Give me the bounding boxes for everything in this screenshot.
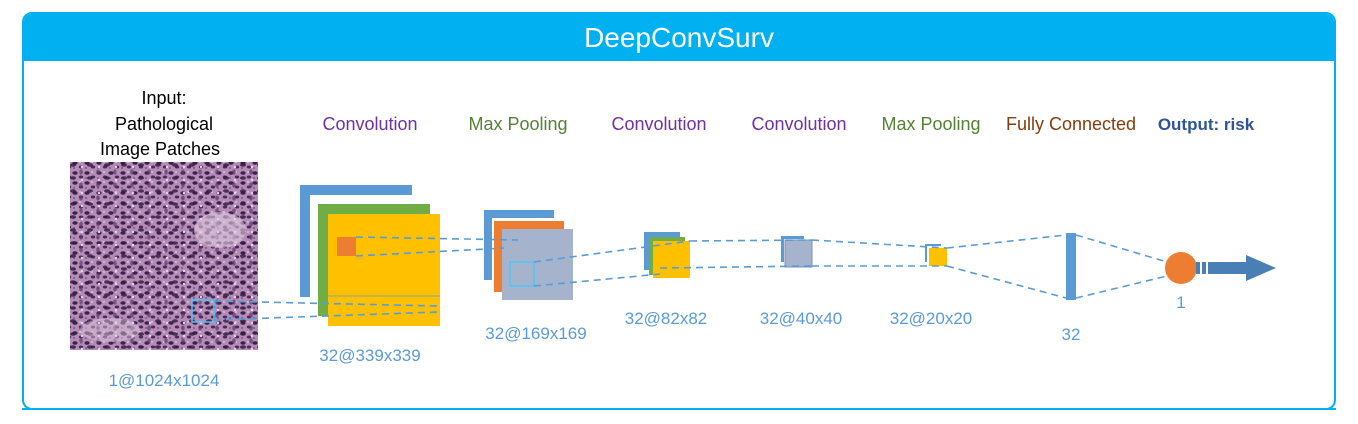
size-label-fc: 32	[1062, 325, 1081, 344]
output-node	[1165, 252, 1197, 284]
bottom-divider	[22, 408, 1336, 410]
size-label-pool2: 32@20x20	[890, 309, 973, 328]
pool1-receptive-field	[509, 261, 535, 287]
layer-label-conv3: Convolution	[751, 114, 846, 134]
conv1-feature-maps	[300, 185, 440, 326]
layer-label-fc: Fully Connected	[1006, 114, 1136, 134]
conv2-feature-maps	[644, 232, 690, 278]
layer-label-output: Output: risk	[1158, 115, 1255, 134]
input-receptive-field	[191, 299, 215, 323]
pool2-feature-maps	[925, 244, 947, 266]
layer-label-conv2: Convolution	[611, 114, 706, 134]
size-label-conv3: 32@40x40	[760, 309, 843, 328]
size-label-conv1: 32@339x339	[319, 346, 420, 365]
layer-label-conv1: Convolution	[322, 114, 417, 134]
input-label-line-3: Image Patches	[100, 139, 220, 159]
conv3-feature-maps	[781, 236, 813, 268]
conv1-kernel-patch	[337, 237, 356, 256]
output-arrow	[1196, 255, 1276, 281]
size-label-conv2: 32@82x82	[625, 309, 708, 328]
layer-label-pool2: Max Pooling	[881, 114, 980, 134]
input-label-line-1: Input:	[141, 88, 186, 108]
diagram-frame: DeepConvSurv	[22, 12, 1336, 410]
input-size-label: 1@1024x1024	[109, 371, 220, 390]
pool1-feature-maps	[484, 210, 573, 300]
fully-connected-layer	[1066, 233, 1076, 300]
size-label-pool1: 32@169x169	[485, 324, 586, 343]
connection-lines	[213, 234, 1168, 321]
layer-label-pool1: Max Pooling	[468, 114, 567, 134]
input-image-patch	[70, 162, 258, 350]
size-label-output: 1	[1176, 293, 1185, 312]
input-label-line-2: Pathological	[115, 114, 213, 134]
title-banner: DeepConvSurv	[24, 14, 1334, 61]
